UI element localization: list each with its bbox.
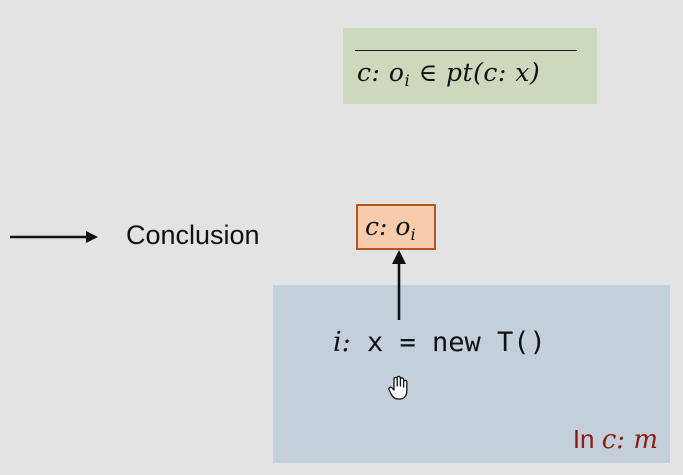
object-label: c: oi bbox=[365, 212, 416, 244]
context-formula: c: m bbox=[601, 425, 658, 455]
legend-label: Conclusion bbox=[126, 220, 260, 250]
up-arrow-icon bbox=[392, 250, 406, 320]
rule-conclusion-sub: i bbox=[404, 70, 411, 90]
right-arrow-icon bbox=[10, 231, 98, 243]
statement-code: x = new T() bbox=[350, 327, 546, 358]
inference-line bbox=[355, 50, 577, 51]
hand-cursor-icon bbox=[388, 375, 408, 400]
allocation-statement: i: x = new T() bbox=[333, 327, 546, 358]
context-prefix: In bbox=[572, 424, 602, 454]
statement-label: i: bbox=[333, 327, 351, 358]
object-var: c: o bbox=[365, 212, 411, 241]
rule-conclusion-rest: ∈ pt(c: x) bbox=[410, 58, 541, 87]
rule-conclusion-var: c: o bbox=[357, 58, 405, 87]
rule-conclusion: c: oi ∈ pt(c: x) bbox=[357, 58, 540, 90]
context-label: In c: m bbox=[573, 424, 658, 455]
rule-box: c: oi ∈ pt(c: x) bbox=[343, 28, 597, 104]
object-sub: i bbox=[410, 224, 416, 244]
context-box: i: x = new T() In c: m bbox=[273, 285, 670, 463]
object-node: c: oi bbox=[356, 204, 436, 250]
